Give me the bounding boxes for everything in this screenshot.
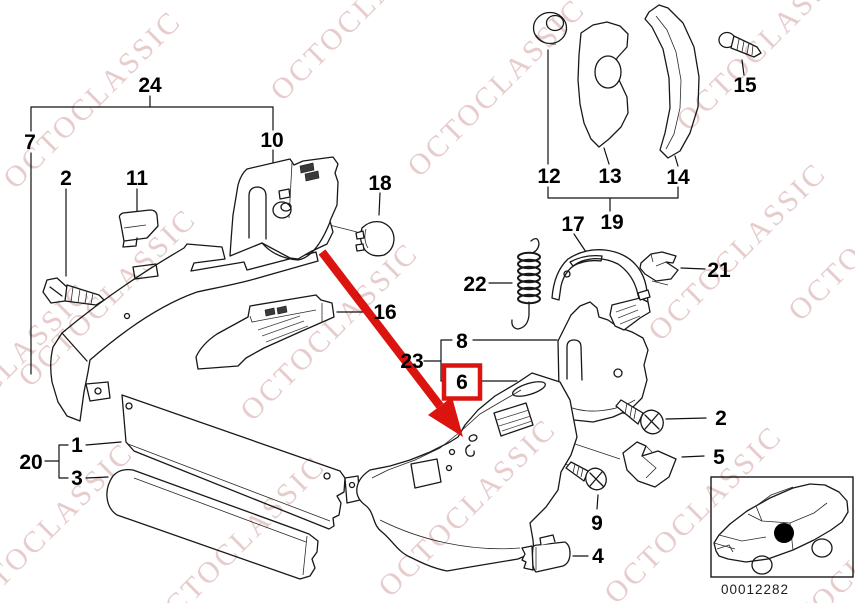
diagram-number: 00012282 xyxy=(721,582,789,597)
selection-arrow-head xyxy=(428,397,463,437)
part-label-4[interactable]: 4 xyxy=(592,545,604,568)
part-label-17[interactable]: 17 xyxy=(561,213,584,236)
part-22-spring-drawing xyxy=(511,237,541,330)
part-label-23[interactable]: 23 xyxy=(400,350,423,373)
part-label-22[interactable]: 22 xyxy=(463,273,486,296)
part-label-12[interactable]: 12 xyxy=(537,165,560,188)
part-label-15[interactable]: 15 xyxy=(733,74,757,97)
part-label-20[interactable]: 20 xyxy=(19,451,42,474)
part-18-knob-drawing xyxy=(355,220,395,257)
part-label-18[interactable]: 18 xyxy=(368,172,392,195)
part-12-knob-drawing xyxy=(532,11,568,45)
selection-highlight xyxy=(318,249,483,437)
part-label-7[interactable]: 7 xyxy=(24,131,36,154)
part-17-saddle-drawing xyxy=(551,249,649,306)
part-13-panel-drawing xyxy=(577,21,629,148)
part-4-cap-drawing xyxy=(521,534,571,573)
part-3-panel-drawing xyxy=(106,468,319,580)
part-label-10[interactable]: 10 xyxy=(260,129,283,152)
part-5-clip-drawing xyxy=(622,441,677,488)
part-1-panel-drawing xyxy=(121,394,361,530)
part-label-11[interactable]: 11 xyxy=(126,167,149,190)
part-label-24[interactable]: 24 xyxy=(138,74,162,97)
screw-2-right-drawing xyxy=(615,399,664,435)
part-21-clip-drawing xyxy=(639,251,679,286)
part-label-2-left[interactable]: 2 xyxy=(60,167,72,190)
selected-part-box xyxy=(441,363,483,401)
part-label-16[interactable]: 16 xyxy=(373,301,396,324)
car-location-inset: 00012282 xyxy=(710,476,854,597)
part-label-8[interactable]: 8 xyxy=(456,330,468,353)
part-label-21[interactable]: 21 xyxy=(707,259,731,282)
part-label-19[interactable]: 19 xyxy=(600,211,623,234)
part-label-13[interactable]: 13 xyxy=(598,165,621,188)
car-outline-drawing xyxy=(713,483,849,575)
part-7-side-trim-drawing xyxy=(50,243,319,422)
part-11-cap-drawing xyxy=(118,209,159,248)
selection-arrow-shaft xyxy=(318,249,444,409)
part-labels: 24 7 2 11 10 18 12 13 14 15 17 19 22 21 … xyxy=(19,74,757,568)
part-label-1[interactable]: 1 xyxy=(71,434,83,457)
part-label-9[interactable]: 9 xyxy=(591,512,603,535)
part-label-3[interactable]: 3 xyxy=(71,467,83,490)
part-10-backrest-trim-drawing xyxy=(229,156,339,261)
part-label-5[interactable]: 5 xyxy=(713,446,725,469)
part-label-2-right[interactable]: 2 xyxy=(715,407,727,430)
screw-2-left-drawing xyxy=(42,277,105,306)
part-label-6-selected[interactable]: 6 xyxy=(456,371,468,394)
part-16-rail-drawing xyxy=(195,294,335,370)
part-location-dot xyxy=(774,523,794,543)
part-label-14[interactable]: 14 xyxy=(666,166,690,189)
screw-15-drawing xyxy=(718,31,762,58)
screw-9-drawing xyxy=(565,461,607,491)
part-14-trim-drawing xyxy=(644,4,700,159)
part-8-backrest-trim-drawing xyxy=(557,289,651,423)
